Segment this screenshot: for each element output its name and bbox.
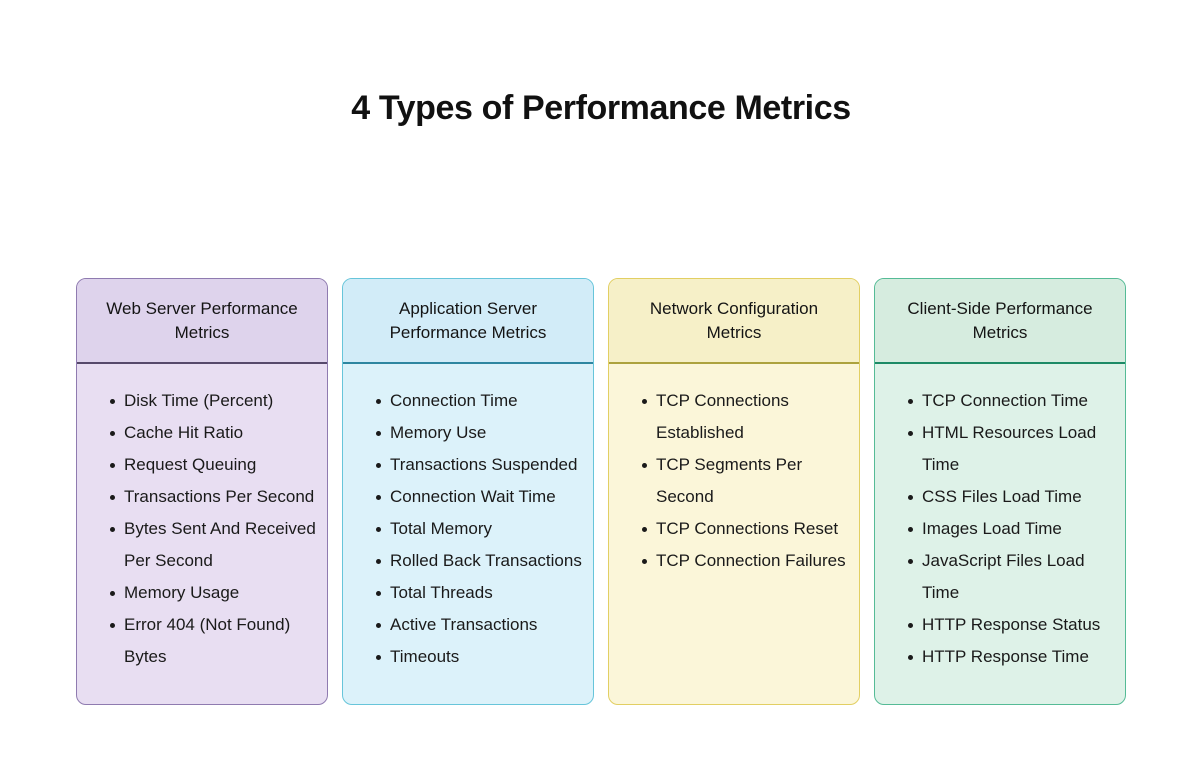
list-item: HTTP Response Time xyxy=(908,641,1116,673)
list-item: Active Transactions xyxy=(376,609,584,641)
list-item: Images Load Time xyxy=(908,513,1116,545)
card-title: Application Server Performance Metrics xyxy=(389,298,547,342)
card-header: Client-Side Performance Metrics xyxy=(875,279,1125,364)
list-item: HTTP Response Status xyxy=(908,609,1116,641)
card-web-server-performance-metrics: Web Server Performance Metrics Disk Time… xyxy=(76,278,328,705)
page-title: 4 Types of Performance Metrics xyxy=(351,89,851,127)
list-item: Timeouts xyxy=(376,641,584,673)
card-title: Web Server Performance Metrics xyxy=(106,298,298,342)
infographic-page: 4 Types of Performance Metrics Web Serve… xyxy=(0,88,1202,773)
list-item: JavaScript Files Load Time xyxy=(908,545,1116,609)
list-item: HTML Resources Load Time xyxy=(908,417,1116,481)
list-item: Memory Usage xyxy=(110,577,318,609)
list-item: Cache Hit Ratio xyxy=(110,417,318,449)
list-item: Disk Time (Percent) xyxy=(110,385,318,417)
list-item: TCP Connections Reset xyxy=(642,513,850,545)
list-item: Total Memory xyxy=(376,513,584,545)
list-item: TCP Connections Established xyxy=(642,385,850,449)
card-title: Network Configuration Metrics xyxy=(649,298,819,342)
list-item: Bytes Sent And Received Per Second xyxy=(110,513,318,577)
list-item: Total Threads xyxy=(376,577,584,609)
card-title: Client-Side Performance Metrics xyxy=(907,298,1093,342)
list-item: Connection Wait Time xyxy=(376,481,584,513)
card-application-server-performance-metrics: Application Server Performance Metrics C… xyxy=(342,278,594,705)
cards-row: Web Server Performance Metrics Disk Time… xyxy=(76,278,1126,705)
card-header: Network Configuration Metrics xyxy=(609,279,859,364)
card-header: Application Server Performance Metrics xyxy=(343,279,593,364)
list-item: CSS Files Load Time xyxy=(908,481,1116,513)
list-item: Transactions Suspended xyxy=(376,449,584,481)
list-item: Memory Use xyxy=(376,417,584,449)
list-item: TCP Connection Failures xyxy=(642,545,850,577)
list-item: Rolled Back Transactions xyxy=(376,545,584,577)
card-network-configuration-metrics: Network Configuration Metrics TCP Connec… xyxy=(608,278,860,705)
list-item: TCP Segments Per Second xyxy=(642,449,850,513)
list-item: TCP Connection Time xyxy=(908,385,1116,417)
card-client-side-performance-metrics: Client-Side Performance Metrics TCP Conn… xyxy=(874,278,1126,705)
list-item: Request Queuing xyxy=(110,449,318,481)
card-header: Web Server Performance Metrics xyxy=(77,279,327,364)
list-item: Transactions Per Second xyxy=(110,481,318,513)
list-item: Error 404 (Not Found) Bytes xyxy=(110,609,318,673)
list-item: Connection Time xyxy=(376,385,584,417)
